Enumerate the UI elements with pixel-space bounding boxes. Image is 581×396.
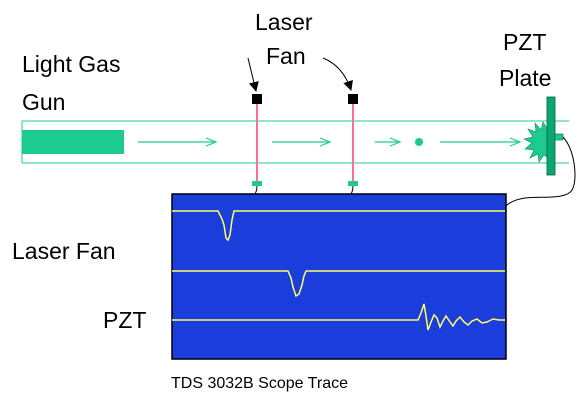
pzt-trace xyxy=(172,303,505,331)
impact-splash xyxy=(523,121,549,163)
pzt-label-line1: PZT xyxy=(503,29,546,55)
trace-label-pzt: PZT xyxy=(103,307,146,333)
laser-trace-1 xyxy=(172,210,505,242)
laser-fan-1 xyxy=(252,94,262,186)
trace-label-laser: Laser Fan xyxy=(12,238,116,264)
gun-label-line2: Gun xyxy=(22,89,65,115)
projectile xyxy=(415,138,423,146)
gun-label-line1: Light Gas xyxy=(22,51,120,77)
scope-caption: TDS 3032B Scope Trace xyxy=(171,375,348,392)
laser-fan-2 xyxy=(348,94,358,186)
fan-pointer-right xyxy=(322,57,353,91)
gun-barrel xyxy=(21,120,569,164)
fan-pointer-left xyxy=(247,57,259,92)
fan-label-line2: Fan xyxy=(266,43,306,69)
pzt-label-line2: Plate xyxy=(499,65,551,91)
laser-trace-2 xyxy=(172,270,505,298)
scope-screen xyxy=(171,193,507,360)
fan-label-line1: Laser xyxy=(255,9,313,35)
